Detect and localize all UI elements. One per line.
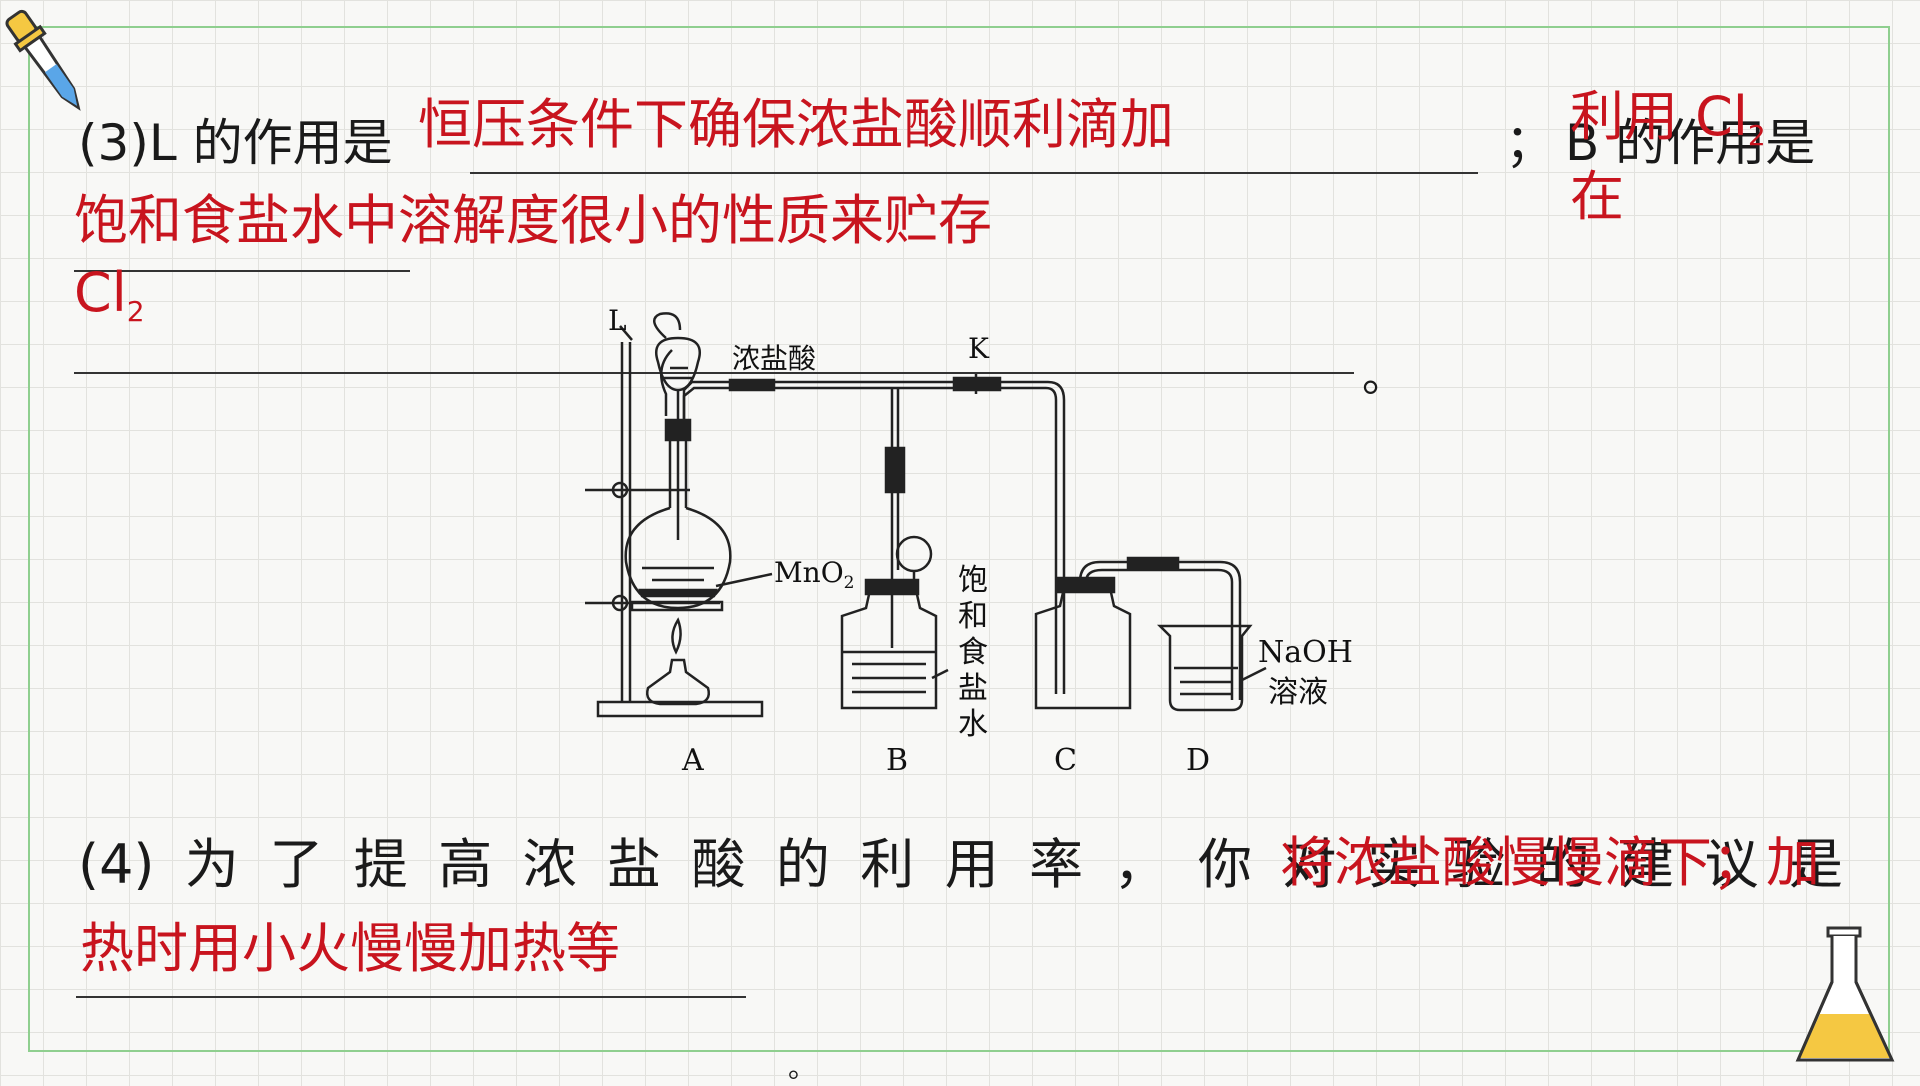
alcohol-burner [646, 658, 710, 706]
q3-blank-line-2 [74, 270, 410, 272]
q4-char: 实 [1366, 833, 1421, 896]
mno2-solid [638, 588, 718, 598]
funnel-L-tube [653, 312, 682, 416]
dropper-icon [5, 9, 81, 111]
tube-a [682, 380, 910, 440]
q4-char: 了 [269, 833, 324, 896]
tube-k [910, 380, 1066, 694]
label-B: B [886, 743, 908, 778]
q4-char: (4) [78, 833, 155, 896]
q4-char: 的 [1535, 833, 1590, 896]
bulb-b [895, 535, 933, 573]
connector-cd [1126, 556, 1180, 570]
label-K: K [968, 332, 990, 365]
q3-label: (3)L 的作用是 [78, 114, 393, 172]
tube-c-d [1078, 560, 1242, 700]
label-mno2: MnO2 [774, 556, 855, 593]
answer-L: 恒压条件下确保浓盐酸顺利滴加 [418, 93, 1174, 156]
answer-B-line1-sub: 2 [1747, 119, 1766, 152]
answer-B-line3: Cl2 [74, 266, 145, 326]
answer-q4-line2: 热时用小火慢慢加热等 [80, 917, 620, 980]
slide-frame [28, 26, 1890, 1052]
label-sat-salt-3: 食 [958, 635, 988, 670]
stand-base [596, 700, 764, 718]
q3-blank-line-3 [74, 372, 1354, 374]
label-sat-salt-5: 水 [958, 707, 988, 742]
flask-icon [1795, 926, 1895, 1062]
answer-q4-line1: 将浓盐酸慢慢滴下；加 [1280, 831, 1820, 894]
label-naoh: NaOH [1258, 635, 1353, 670]
answer-B-line2: 饱和食盐水中溶解度很小的性质来贮存 [74, 189, 992, 252]
label-mno2-main: MnO [774, 556, 844, 589]
label-sat-salt-1: 饱 [958, 563, 988, 598]
q3-separator: ； [1505, 114, 1555, 172]
q4-char: 盐 [607, 833, 662, 896]
beaker-d [1156, 624, 1253, 712]
label-C: C [1054, 743, 1077, 778]
label-L: L [608, 304, 627, 337]
q4-question-line: (4)为了提高浓盐酸的利用率，你对实验的建议是 [78, 838, 1843, 892]
bottle-b [840, 588, 938, 710]
q4-char: 议 [1704, 833, 1759, 896]
q4-char: 提 [353, 833, 408, 896]
q4-char: ， [1113, 833, 1168, 896]
bottle-c [1034, 586, 1132, 710]
answer-B-line3-sub: 2 [126, 295, 145, 328]
q4-char: 率 [1029, 833, 1084, 896]
q3-blank-line-1 [470, 172, 1478, 174]
round-flask [624, 506, 732, 610]
q4-blank-line [76, 996, 746, 998]
q4-char: 是 [1788, 833, 1843, 896]
label-sat-salt-2: 和 [958, 599, 988, 634]
label-D: D [1186, 743, 1210, 778]
clamp-lower-knob [611, 594, 629, 612]
label-mno2-sub: 2 [844, 573, 855, 593]
q4-end-mark: 。 [788, 1051, 817, 1084]
label-sat-salt-4: 盐 [958, 671, 988, 706]
q3-b-label: B 的作用是 [1565, 114, 1816, 172]
q4-char: 的 [775, 833, 830, 896]
q4-char: 验 [1451, 833, 1506, 896]
q4-char: 用 [944, 833, 999, 896]
q4-char: 酸 [691, 833, 746, 896]
q4-char: 高 [438, 833, 493, 896]
answer-B-line1: 利用 Cl2 [1570, 90, 1766, 150]
answer-B-line3-prefix: Cl [74, 261, 127, 324]
label-solution: 溶液 [1268, 675, 1328, 710]
clip-b [884, 446, 906, 494]
connector-a [728, 378, 776, 392]
q3-end-mark: 。 [1362, 351, 1406, 402]
q4-char: 浓 [522, 833, 577, 896]
clamp-upper-knob [611, 481, 629, 499]
burner-flame [671, 617, 682, 655]
apparatus-diagram: L 浓盐酸 K MnO2 饱 和 食 盐 水 NaOH 溶液 A B C D [585, 304, 1353, 778]
q4-char: 建 [1620, 833, 1675, 896]
answer-B-line1-prefix: 利用 Cl [1570, 85, 1748, 148]
q4-char: 为 [184, 833, 239, 896]
q4-char: 利 [860, 833, 915, 896]
label-A: A [681, 743, 704, 778]
answer-B-line1-suffix: 在 [1570, 165, 1624, 228]
label-conc-hcl: 浓盐酸 [732, 342, 816, 375]
wire-gauze [630, 600, 724, 612]
flask-stopper [664, 418, 692, 442]
q4-char: 对 [1282, 833, 1337, 896]
q4-char: 你 [1197, 833, 1252, 896]
